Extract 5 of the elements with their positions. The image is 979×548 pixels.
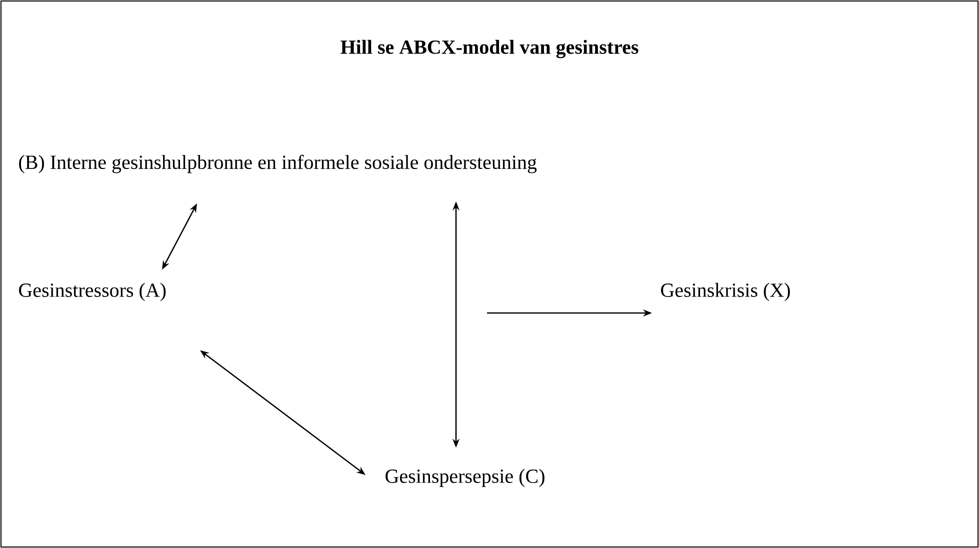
node-label: Gesinskrisis (X) — [661, 282, 790, 302]
node-label: Gesinspersepsie (C) — [386, 468, 544, 488]
node-label: (B) Interne gesinshulpbronne en informele sosiale ondersteuning — [19, 154, 537, 174]
title: Hill se ABCX-model van gesinstres — [340, 40, 638, 58]
node-label: Gesinstressors (A) — [19, 282, 166, 302]
